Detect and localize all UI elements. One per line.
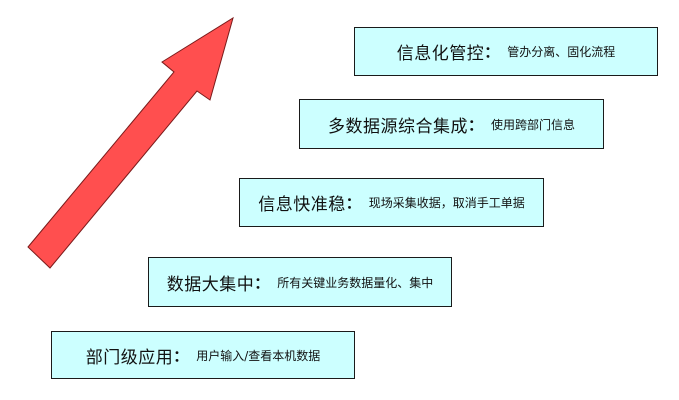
stage-box-multi-source-integration: 多数据源综合集成 ： 使用跨部门信息 [299,99,604,149]
stage-colon: ： [173,346,189,365]
stage-description: 管办分离、固化流程 [507,45,616,59]
stage-colon: ： [345,194,361,212]
stage-title: 数据大集中 [166,274,255,295]
stage-box-fast-accurate-stable: 信息快准稳 ： 现场采集收据，取消手工单据 [239,178,544,227]
stage-title: 信息快准稳 [258,195,346,215]
stage-description: 使用跨部门信息 [491,117,576,132]
stage-box-information-control: 信息化管控 ： 管办分离、固化流程 [354,27,658,76]
stage-box-data-centralization: 数据大集中 ： 所有关键业务数据量化、集中 [148,257,452,307]
stage-title: 多数据源综合集成 [327,116,468,137]
stage-title: 信息化管控 [396,44,485,64]
stage-description: 用户输入/查看本机数据 [196,348,321,363]
stage-description: 所有关键业务数据量化、集中 [277,275,434,290]
stage-description: 现场采集收据，取消手工单据 [368,196,525,210]
stage-colon: ： [254,273,270,292]
stage-colon: ： [484,43,500,61]
stage-box-department-application: 部门级应用 ： 用户输入/查看本机数据 [51,331,355,379]
stage-title: 部门级应用 [85,347,174,368]
stage-colon: ： [467,115,483,134]
